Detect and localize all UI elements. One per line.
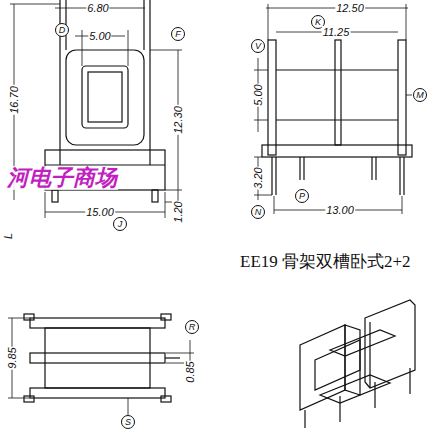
dimension: 5.00 <box>88 30 111 42</box>
dimension: 12.30 <box>172 105 184 135</box>
callout-letter: N <box>251 205 265 219</box>
dimension: 11.25 <box>322 26 351 38</box>
dimension: 6.80 <box>86 2 109 14</box>
drawing-title: EE19 骨架双槽卧式2+2 <box>240 252 411 272</box>
dimension: 1.20 <box>172 200 184 223</box>
callout-letter: M <box>413 88 427 102</box>
callout-letter: R <box>185 320 199 334</box>
callout-letter: P <box>295 189 309 203</box>
dimension: 5.00 <box>252 83 264 106</box>
callout-letter: D <box>55 23 69 37</box>
dimension: 13.00 <box>325 204 355 216</box>
dimension: 16.70 <box>8 85 20 115</box>
dimension: 12.50 <box>335 2 365 14</box>
dimension: 15.00 <box>85 206 115 218</box>
dimension: L <box>2 232 14 240</box>
callout-letter: J <box>113 217 127 231</box>
callout-letter: F <box>171 27 185 41</box>
dimension: 9.85 <box>6 346 18 369</box>
callout-letter: V <box>251 39 265 53</box>
dimension: 3.20 <box>252 166 264 189</box>
dimension: 0.85 <box>184 360 196 383</box>
watermark: 河电子商场 <box>6 166 118 190</box>
callout-letter: S <box>121 415 135 429</box>
